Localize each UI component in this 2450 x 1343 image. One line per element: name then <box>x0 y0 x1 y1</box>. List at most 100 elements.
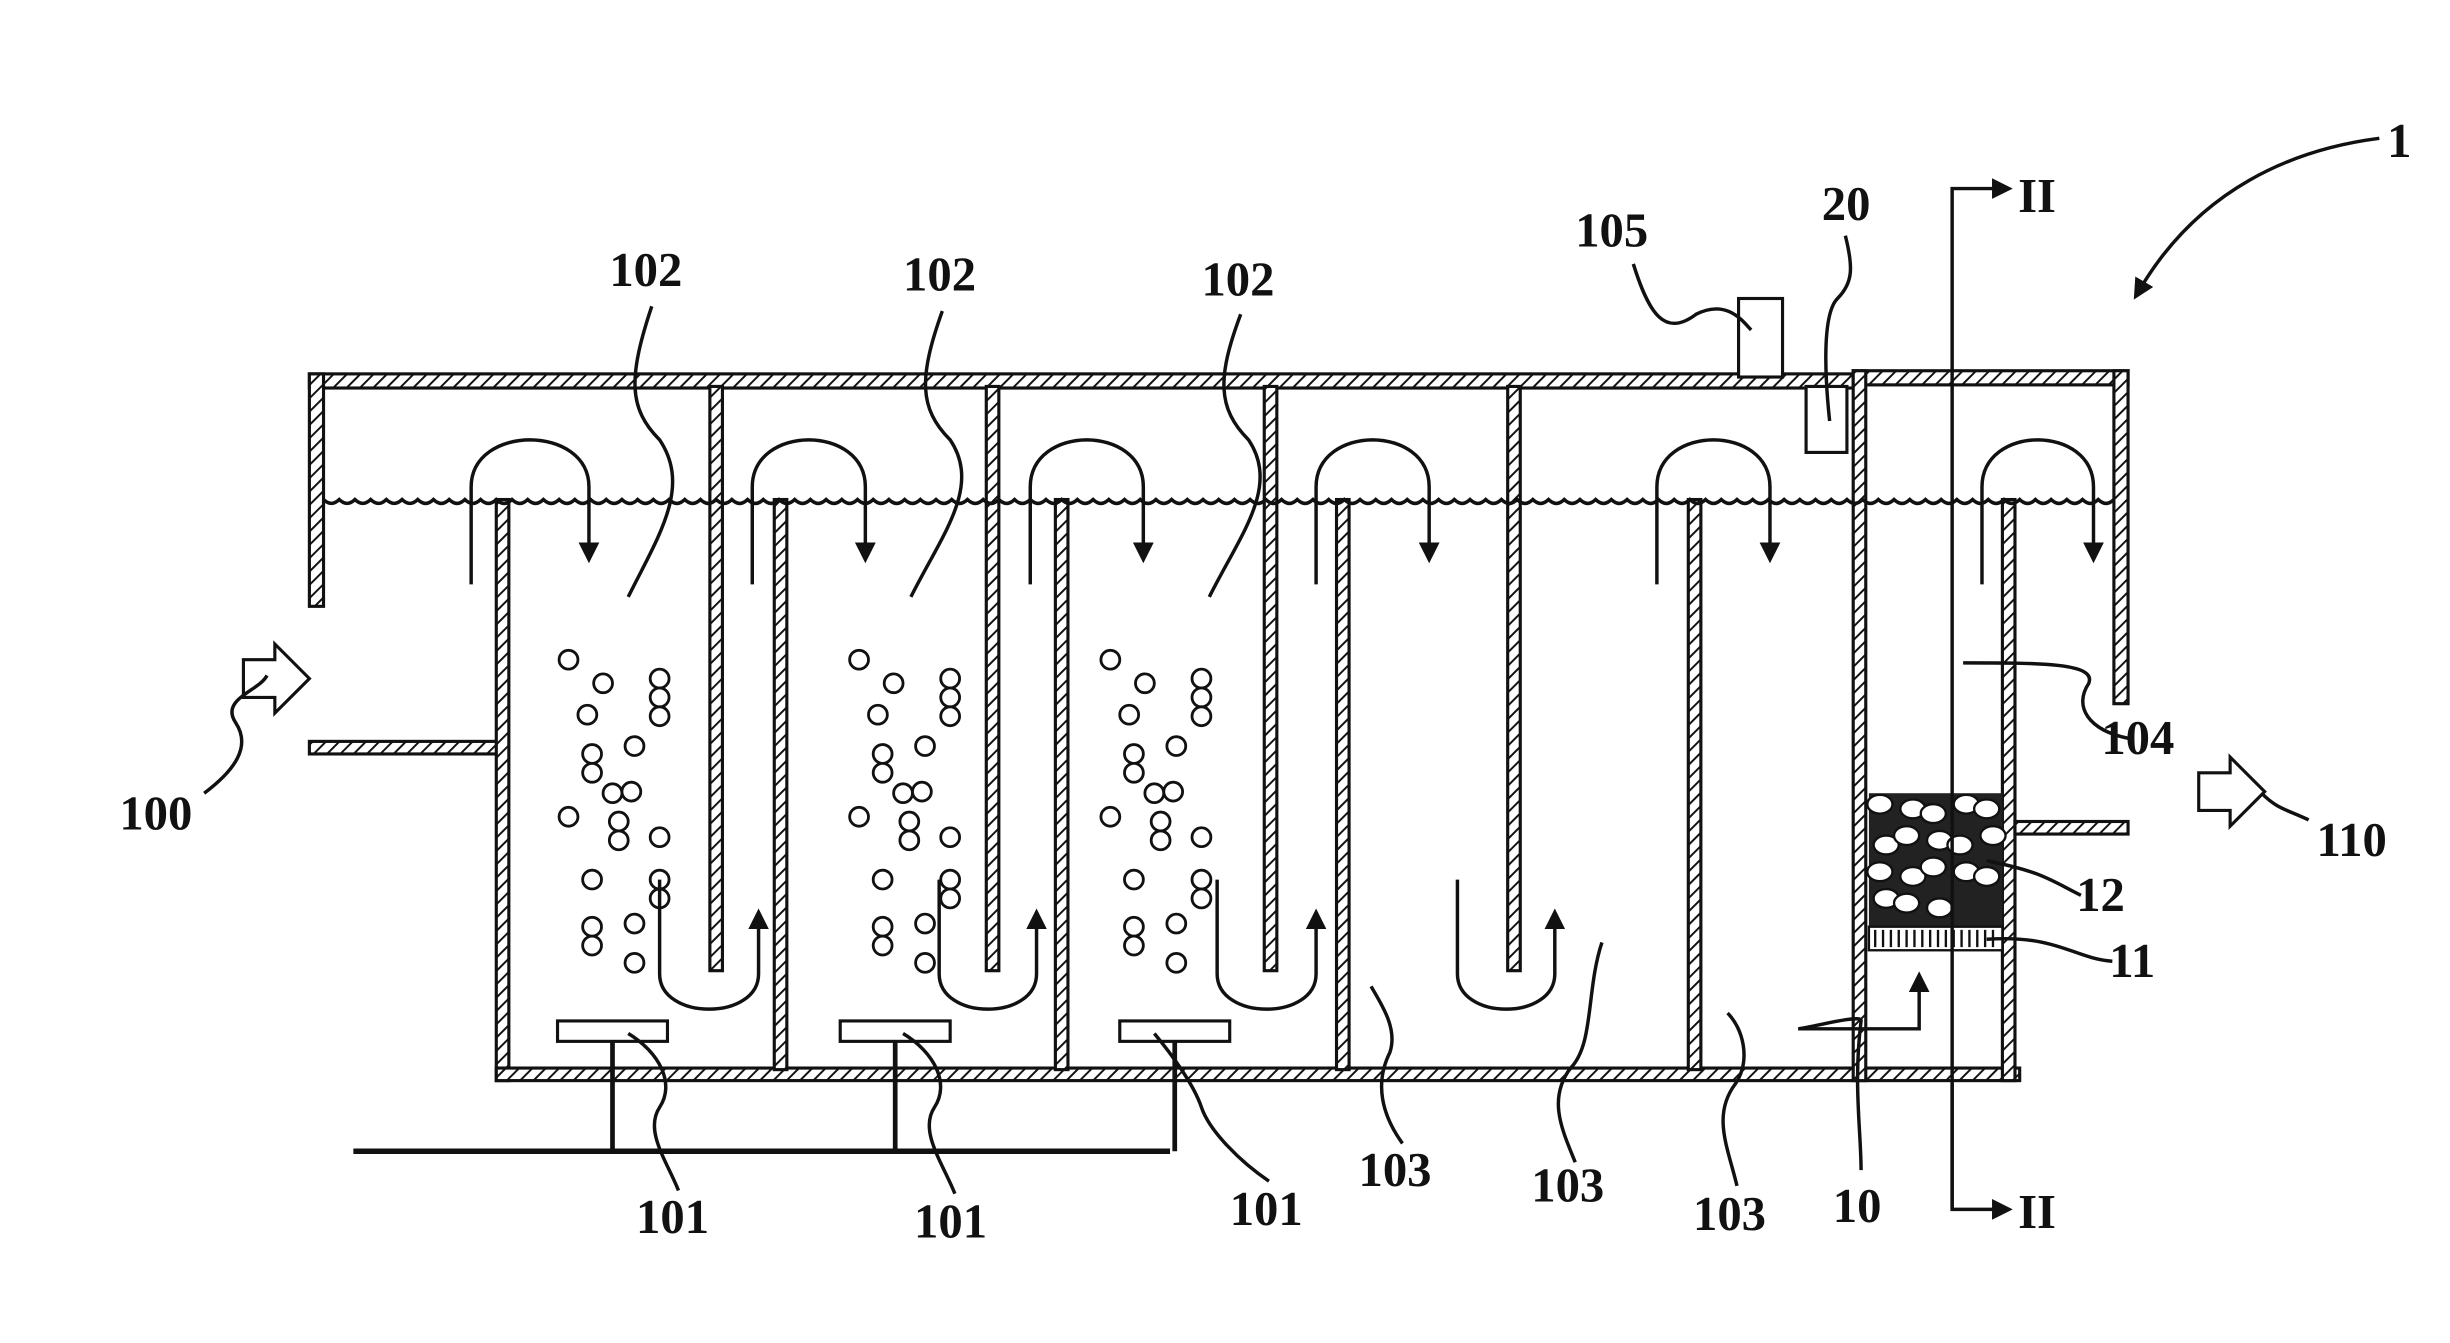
baffle-up <box>1055 500 1068 1070</box>
air-bubble <box>625 953 644 972</box>
air-bubble <box>1192 707 1211 726</box>
air-bubble <box>873 936 892 955</box>
air-bubble <box>583 936 602 955</box>
label-outlet: 110 <box>2317 813 2387 867</box>
air-bubble <box>900 831 919 850</box>
air-bubble <box>1167 953 1186 972</box>
air-bubble <box>1124 870 1143 889</box>
air-bubble <box>873 917 892 936</box>
air-bubble <box>873 745 892 764</box>
overflow-arrow <box>471 440 589 584</box>
baffle-up <box>1337 500 1350 1070</box>
overflow-arrow <box>1657 440 1770 584</box>
air-bubble <box>884 674 903 693</box>
label-vent: 105 <box>1575 204 1648 258</box>
air-bubble <box>941 870 960 889</box>
overflow-arrow <box>1030 440 1143 584</box>
label-aerobic-chamber: 102 <box>1201 252 1274 306</box>
label-aerator: 101 <box>1230 1182 1303 1236</box>
outlet-arrow-icon <box>2199 757 2265 826</box>
air-bubble <box>1145 784 1164 803</box>
air-bubble <box>941 669 960 688</box>
outlet-box-right-wall <box>2114 371 2128 704</box>
air-bubble <box>1192 828 1211 847</box>
filter-screen <box>1869 927 2002 951</box>
label-aerobic-chamber: 102 <box>903 248 976 302</box>
filter-pebble <box>1921 804 1946 823</box>
system-leader <box>2139 138 2379 290</box>
air-bubble <box>650 828 669 847</box>
label-outlet-chamber: 104 <box>2101 711 2174 765</box>
air-bubble <box>1101 650 1120 669</box>
overflow-arrow <box>752 440 865 584</box>
filter-pebble <box>1867 862 1892 881</box>
air-bubble <box>1124 917 1143 936</box>
air-bubble <box>1192 870 1211 889</box>
air-bubble <box>1167 914 1186 933</box>
inlet-upper-wall <box>309 374 323 606</box>
air-bubble <box>625 737 644 756</box>
air-bubble <box>1192 688 1211 707</box>
section-marker-top: II <box>2018 169 2056 223</box>
water-surface <box>324 500 2114 504</box>
air-bubble <box>850 807 869 826</box>
baffle-down <box>1508 386 1521 970</box>
air-bubble <box>625 914 644 933</box>
filter-pebble <box>1867 795 1892 814</box>
air-bubble <box>559 807 578 826</box>
label-system: 1 <box>2387 114 2411 168</box>
aerator-diffuser <box>558 1021 668 1041</box>
air-bubble <box>650 707 669 726</box>
air-bubble <box>941 889 960 908</box>
air-bubble <box>583 917 602 936</box>
air-bubble <box>559 650 578 669</box>
vent-port <box>1739 299 1783 378</box>
outlet-box-top <box>1853 371 2128 385</box>
air-bubble <box>1192 889 1211 908</box>
air-bubble <box>1124 745 1143 764</box>
air-bubble <box>894 784 913 803</box>
overflow-arrow <box>1982 440 2094 584</box>
air-bubble <box>1124 936 1143 955</box>
inlet-arrow-icon <box>243 644 309 713</box>
air-bubble <box>1151 812 1170 831</box>
label-anoxic-chamber: 103 <box>1358 1143 1431 1197</box>
overflow-arrow <box>1316 440 1429 584</box>
label-aerator: 101 <box>914 1195 987 1249</box>
filter-pebble <box>1921 858 1946 877</box>
air-bubbles <box>559 650 1211 972</box>
air-bubble <box>1135 674 1154 693</box>
baffle-down <box>1264 386 1277 970</box>
air-bubble <box>916 914 935 933</box>
aerator-diffuser <box>840 1021 950 1041</box>
left-tank-wall <box>496 500 509 1081</box>
outlet-box-inner-wall <box>2002 500 2015 1081</box>
filter-pebble <box>1894 894 1919 913</box>
label-filter-screen: 11 <box>2109 934 2155 988</box>
aerator-diffuser <box>1120 1021 1230 1041</box>
section-marker-bottom: II <box>2018 1185 2056 1239</box>
label-filter-media: 12 <box>2076 868 2125 922</box>
label-sensor: 20 <box>1822 177 1871 231</box>
air-bubble <box>650 669 669 688</box>
air-bubble <box>603 784 622 803</box>
air-bubble <box>1164 782 1183 801</box>
baffle-down <box>710 386 723 970</box>
label-inlet: 100 <box>119 786 192 840</box>
bottom-wall <box>496 1068 2019 1081</box>
label-filter-support: 10 <box>1833 1179 1882 1233</box>
air-bubble <box>1124 763 1143 782</box>
air-bubble <box>650 688 669 707</box>
top-wall <box>309 374 1858 388</box>
filter-pebble <box>1894 826 1919 845</box>
air-bubble <box>1192 669 1211 688</box>
filter-pebble <box>1974 867 1999 886</box>
air-bubble <box>868 705 887 724</box>
air-bubble <box>916 737 935 756</box>
air-bubble <box>941 828 960 847</box>
air-bubble <box>622 782 641 801</box>
air-bubble <box>1151 831 1170 850</box>
air-bubble <box>912 782 931 801</box>
air-bubble <box>900 812 919 831</box>
